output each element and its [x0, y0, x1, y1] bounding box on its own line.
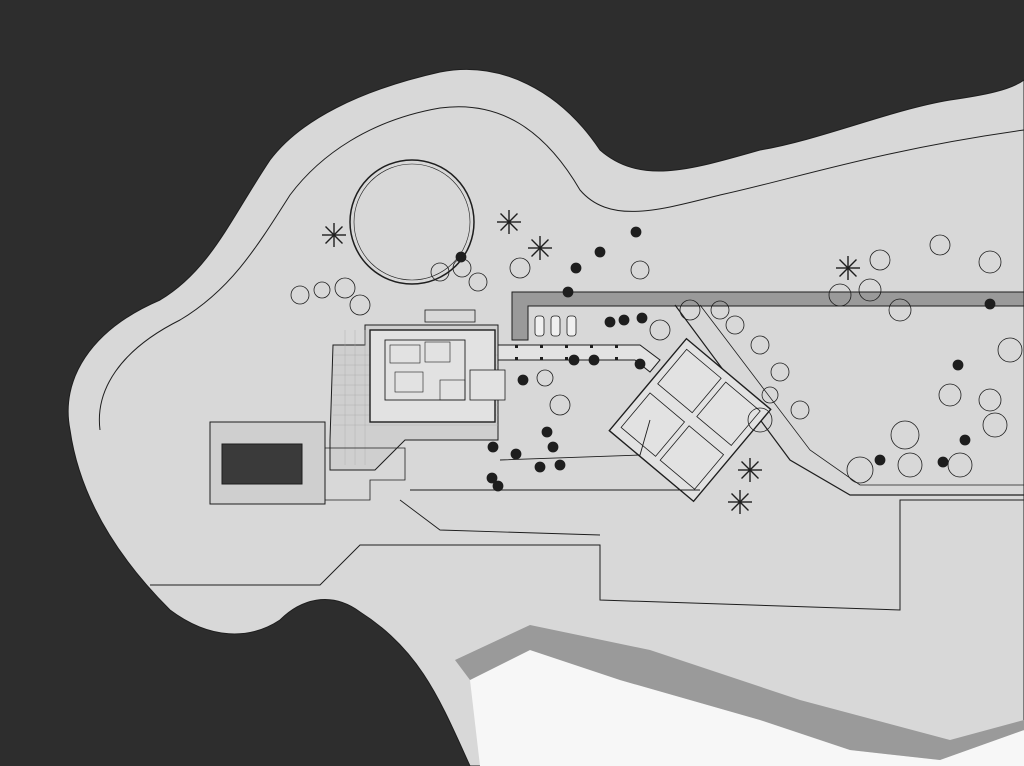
tree-canopy	[313, 281, 331, 299]
shrub	[486, 472, 498, 484]
kitchen	[424, 341, 451, 363]
shrub	[547, 441, 559, 453]
parked-cars	[534, 315, 577, 337]
tree-canopy	[828, 283, 852, 307]
shrub	[554, 459, 566, 471]
tree-canopy	[536, 369, 554, 387]
shrub	[517, 374, 529, 386]
palm-tree	[738, 458, 762, 482]
car	[566, 315, 577, 337]
palm-tree	[497, 210, 521, 234]
tree-canopy	[978, 250, 1002, 274]
shrub	[492, 480, 504, 492]
guest-wing	[608, 337, 772, 503]
lower-boundary	[150, 499, 1024, 611]
tree-canopy	[349, 294, 371, 316]
guest-wing-body	[608, 337, 772, 503]
tree-canopy	[790, 400, 810, 420]
shrub	[630, 226, 642, 238]
car	[534, 315, 545, 337]
shrub	[636, 312, 648, 324]
main-house-core	[384, 339, 466, 401]
palm-tree	[836, 256, 860, 280]
tree-canopy	[649, 319, 671, 341]
tree-canopy	[846, 456, 874, 484]
car	[550, 315, 561, 337]
shrub	[568, 354, 580, 366]
drive-loop-inner	[699, 304, 1024, 486]
tree-canopy	[750, 335, 770, 355]
pool-steps	[325, 447, 406, 501]
entry-room	[469, 369, 506, 401]
tree-canopy	[947, 452, 973, 478]
shrub	[959, 434, 971, 446]
tree-canopy	[761, 386, 779, 404]
tree-canopy	[938, 383, 962, 407]
tree-canopy	[747, 407, 773, 433]
shrub	[874, 454, 886, 466]
tree-canopy	[929, 234, 951, 256]
palm-tree	[528, 236, 552, 260]
shrub	[604, 316, 616, 328]
roof-canopy	[424, 309, 476, 323]
shrub	[562, 286, 574, 298]
tree-canopy	[630, 260, 650, 280]
guest-room-2	[696, 381, 761, 447]
guest-room-4	[659, 425, 725, 490]
lower-shore	[470, 650, 1024, 766]
shrub	[487, 441, 499, 453]
guest-room-1	[657, 348, 722, 414]
tree-canopy	[888, 298, 912, 322]
tree-canopy	[997, 337, 1023, 363]
tree-canopy	[468, 272, 488, 292]
shrub	[570, 262, 582, 274]
tree-canopy	[509, 257, 531, 279]
tree-canopy	[725, 315, 745, 335]
island-landmass	[67, 68, 1024, 766]
shrub	[534, 461, 546, 473]
shrub	[455, 251, 467, 263]
tree-canopy	[770, 362, 790, 382]
tree-canopy	[982, 412, 1008, 438]
dining-area	[394, 371, 424, 393]
tree-canopy	[290, 285, 310, 305]
guest-room-3	[620, 392, 686, 457]
palm-tree	[322, 223, 346, 247]
shrub	[510, 448, 522, 460]
shrub	[937, 456, 949, 468]
garden-path	[399, 419, 700, 536]
tree-canopy	[430, 262, 450, 282]
driveway	[511, 291, 1024, 341]
shore-band	[455, 625, 1024, 760]
service-room	[439, 379, 466, 401]
living-room	[389, 344, 421, 364]
shrub	[984, 298, 996, 310]
helipad-circle	[349, 159, 475, 285]
swimming-pool	[221, 443, 303, 485]
property-boundary	[98, 106, 1024, 431]
shrub	[952, 359, 964, 371]
tree-canopy	[679, 299, 701, 321]
shrub	[588, 354, 600, 366]
tree-canopy	[858, 278, 882, 302]
shrub	[634, 358, 646, 370]
tree-canopy	[710, 300, 730, 320]
tree-canopy	[334, 277, 356, 299]
shrub	[618, 314, 630, 326]
trees	[290, 210, 1023, 514]
palm-tree	[728, 490, 752, 514]
tree-canopy	[897, 452, 923, 478]
shrub	[594, 246, 606, 258]
tree-canopy	[869, 249, 891, 271]
tree-canopy	[549, 394, 571, 416]
tree-canopy	[978, 388, 1002, 412]
tree-canopy	[890, 420, 920, 450]
shrub	[541, 426, 553, 438]
helipad-inner	[353, 163, 471, 281]
